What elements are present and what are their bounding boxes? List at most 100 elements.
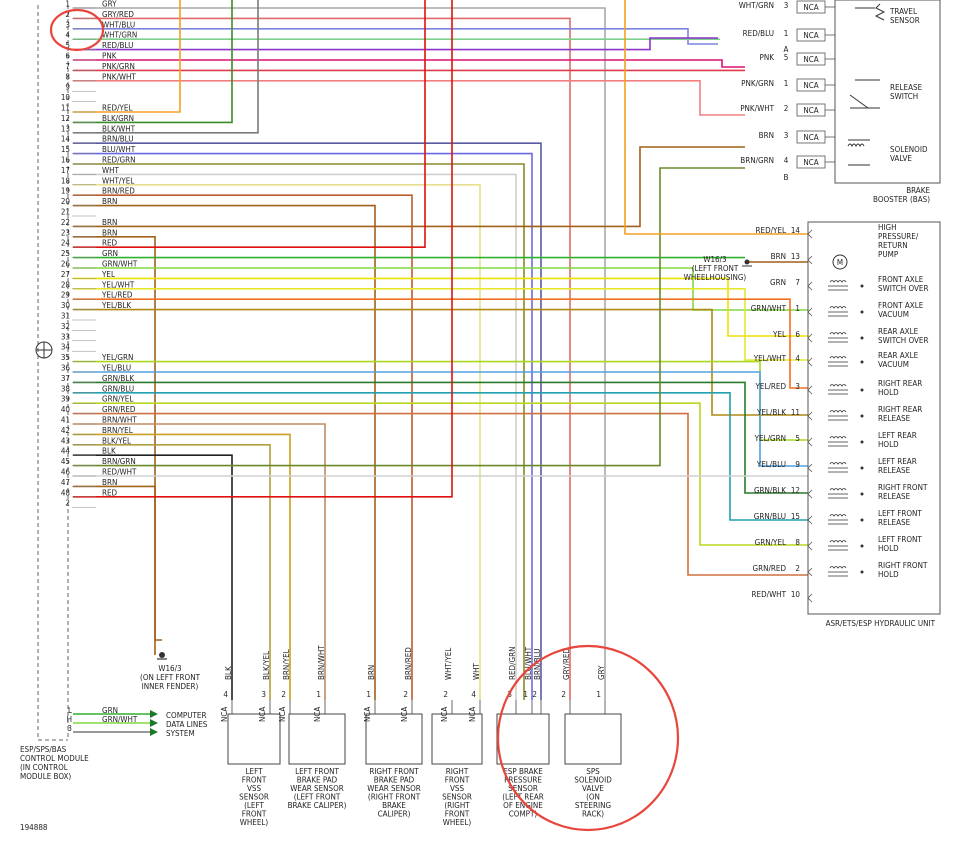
component-conn: NCA [440, 707, 449, 722]
hydraulic-connector [807, 333, 813, 343]
wire-gry [73, 7, 606, 700]
wire-blk-yel [73, 444, 271, 700]
component-label: WHEEL) [240, 818, 269, 827]
component-label: OF ENGINE [503, 801, 543, 810]
pin-number: 42 [61, 426, 70, 435]
booster-pin: 2 [784, 104, 789, 113]
wire-layer [73, 0, 808, 733]
pin-number: 28 [61, 280, 71, 289]
pin-wire-label: RED/YEL [102, 104, 132, 113]
computer-data-lines-label: COMPUTER [166, 711, 206, 720]
pin-number: 29 [61, 291, 71, 300]
valve-node [860, 388, 864, 392]
component-label: BRAKE CALIPER) [288, 801, 347, 810]
pin-wire-label: PNK/WHT [102, 72, 136, 81]
pin-wire-label: GRN/WHT [102, 260, 138, 269]
component-label: VSS [450, 784, 464, 793]
booster-pin: 3 [784, 1, 789, 10]
component-label: LEFT [246, 767, 264, 776]
booster-conn: NCA [803, 133, 818, 142]
pin-number: 46 [61, 468, 71, 477]
lower-pin-number: 3 [67, 724, 72, 733]
pin-number: 15 [61, 145, 70, 154]
pin-wire-label: YEL/WHT [101, 280, 135, 289]
pin-number: 30 [61, 301, 71, 310]
hydraulic-connector [807, 229, 813, 239]
hydraulic-pin: 9 [795, 460, 800, 469]
component-label: WEAR SENSOR [290, 784, 344, 793]
hydraulic-unit-title: ASR/ETS/ESP HYDRAULIC UNIT [826, 619, 936, 628]
pin-number: 19 [61, 187, 71, 196]
wire-gry-red [73, 17, 571, 700]
component-wire-label: WHT/YEL [444, 648, 453, 680]
component-label: FRONT [445, 776, 470, 785]
wire-red-yel [624, 0, 808, 235]
valve-coil-symbol [829, 384, 847, 387]
pin-wire-label: YEL/RED [101, 291, 133, 300]
hydraulic-component-label: HOLD [878, 388, 899, 397]
hydraulic-wire-label: YEL/GRN [754, 434, 786, 443]
pin-wire-label: BLU/WHT [102, 145, 136, 154]
component-label: BRAKE PAD [374, 776, 415, 785]
booster-conn: NCA [803, 158, 818, 167]
hydraulic-pin: 10 [791, 590, 801, 599]
component-pin: 2 [281, 690, 286, 699]
component-wire-label: GRY [597, 665, 606, 680]
component-label: ESP BRAKE [503, 767, 543, 776]
wire-blu-wht [73, 152, 533, 700]
valve-node [860, 466, 864, 470]
hydraulic-pin: 1 [795, 304, 800, 313]
valve-coil-symbol [829, 514, 847, 517]
pin-number: 45 [61, 457, 70, 466]
pin-number: 2 [65, 499, 70, 508]
pin-number: 25 [61, 249, 70, 258]
wire-wht [73, 173, 517, 700]
pin-wire-label: BRN/YEL [102, 426, 133, 435]
pin-number: 37 [61, 374, 70, 383]
component-pin: 1 [596, 690, 601, 699]
component-pin: 4 [471, 690, 476, 699]
component-label: VSS [247, 784, 261, 793]
wire-wht-yel [73, 184, 481, 700]
hydraulic-wire-label: YEL/BLU [756, 460, 786, 469]
hydraulic-connector [807, 385, 813, 395]
ground-right-label: WHEELHOUSING) [684, 273, 747, 282]
valve-coil-symbol [829, 356, 847, 359]
lower-pin-wire: GRN [102, 706, 118, 715]
hydraulic-component-label: LEFT REAR [878, 431, 917, 440]
component-conn: NCA [258, 707, 267, 722]
wire-blk [73, 454, 233, 700]
highlight-circle-pins [49, 8, 105, 52]
valve-node [860, 310, 864, 314]
component-conn: NCA [468, 707, 477, 722]
valve-node [860, 360, 864, 364]
hydraulic-wire-label: YEL/WHT [753, 354, 787, 363]
component-label: SPS [586, 767, 600, 776]
hydraulic-pin: 14 [791, 226, 801, 235]
hydraulic-component-label: REAR AXLE [878, 351, 919, 360]
valve-node [860, 544, 864, 548]
valve-node [860, 414, 864, 418]
booster-pin: 3 [784, 131, 789, 140]
component-label: BRAKE PAD [297, 776, 338, 785]
hydraulic-component-label: HIGH [878, 223, 897, 232]
component-wire-label: BRN/WHT [317, 645, 326, 680]
booster-pin: 5 [784, 53, 789, 62]
hydraulic-connector [807, 437, 813, 447]
pin-wire-label: BLK [102, 447, 116, 456]
module-label: ESP/SPS/BAS [20, 745, 67, 754]
hydraulic-connector [807, 307, 813, 317]
data-line-arrow [150, 719, 158, 727]
pin-wire-label: BLK/GRN [102, 114, 134, 123]
ground-right-label: W16/3 [703, 255, 726, 264]
pin-wire-label: YEL [101, 270, 115, 279]
hydraulic-connector [807, 593, 813, 603]
pin-wire-label: RED [102, 239, 118, 248]
pin-number: 1 [65, 0, 70, 9]
valve-node [860, 518, 864, 522]
hydraulic-wire-label: RED/YEL [756, 226, 786, 235]
booster-letter: A [784, 45, 789, 54]
pin-number: 44 [61, 447, 71, 456]
booster-component-label: RELEASE [890, 83, 923, 92]
